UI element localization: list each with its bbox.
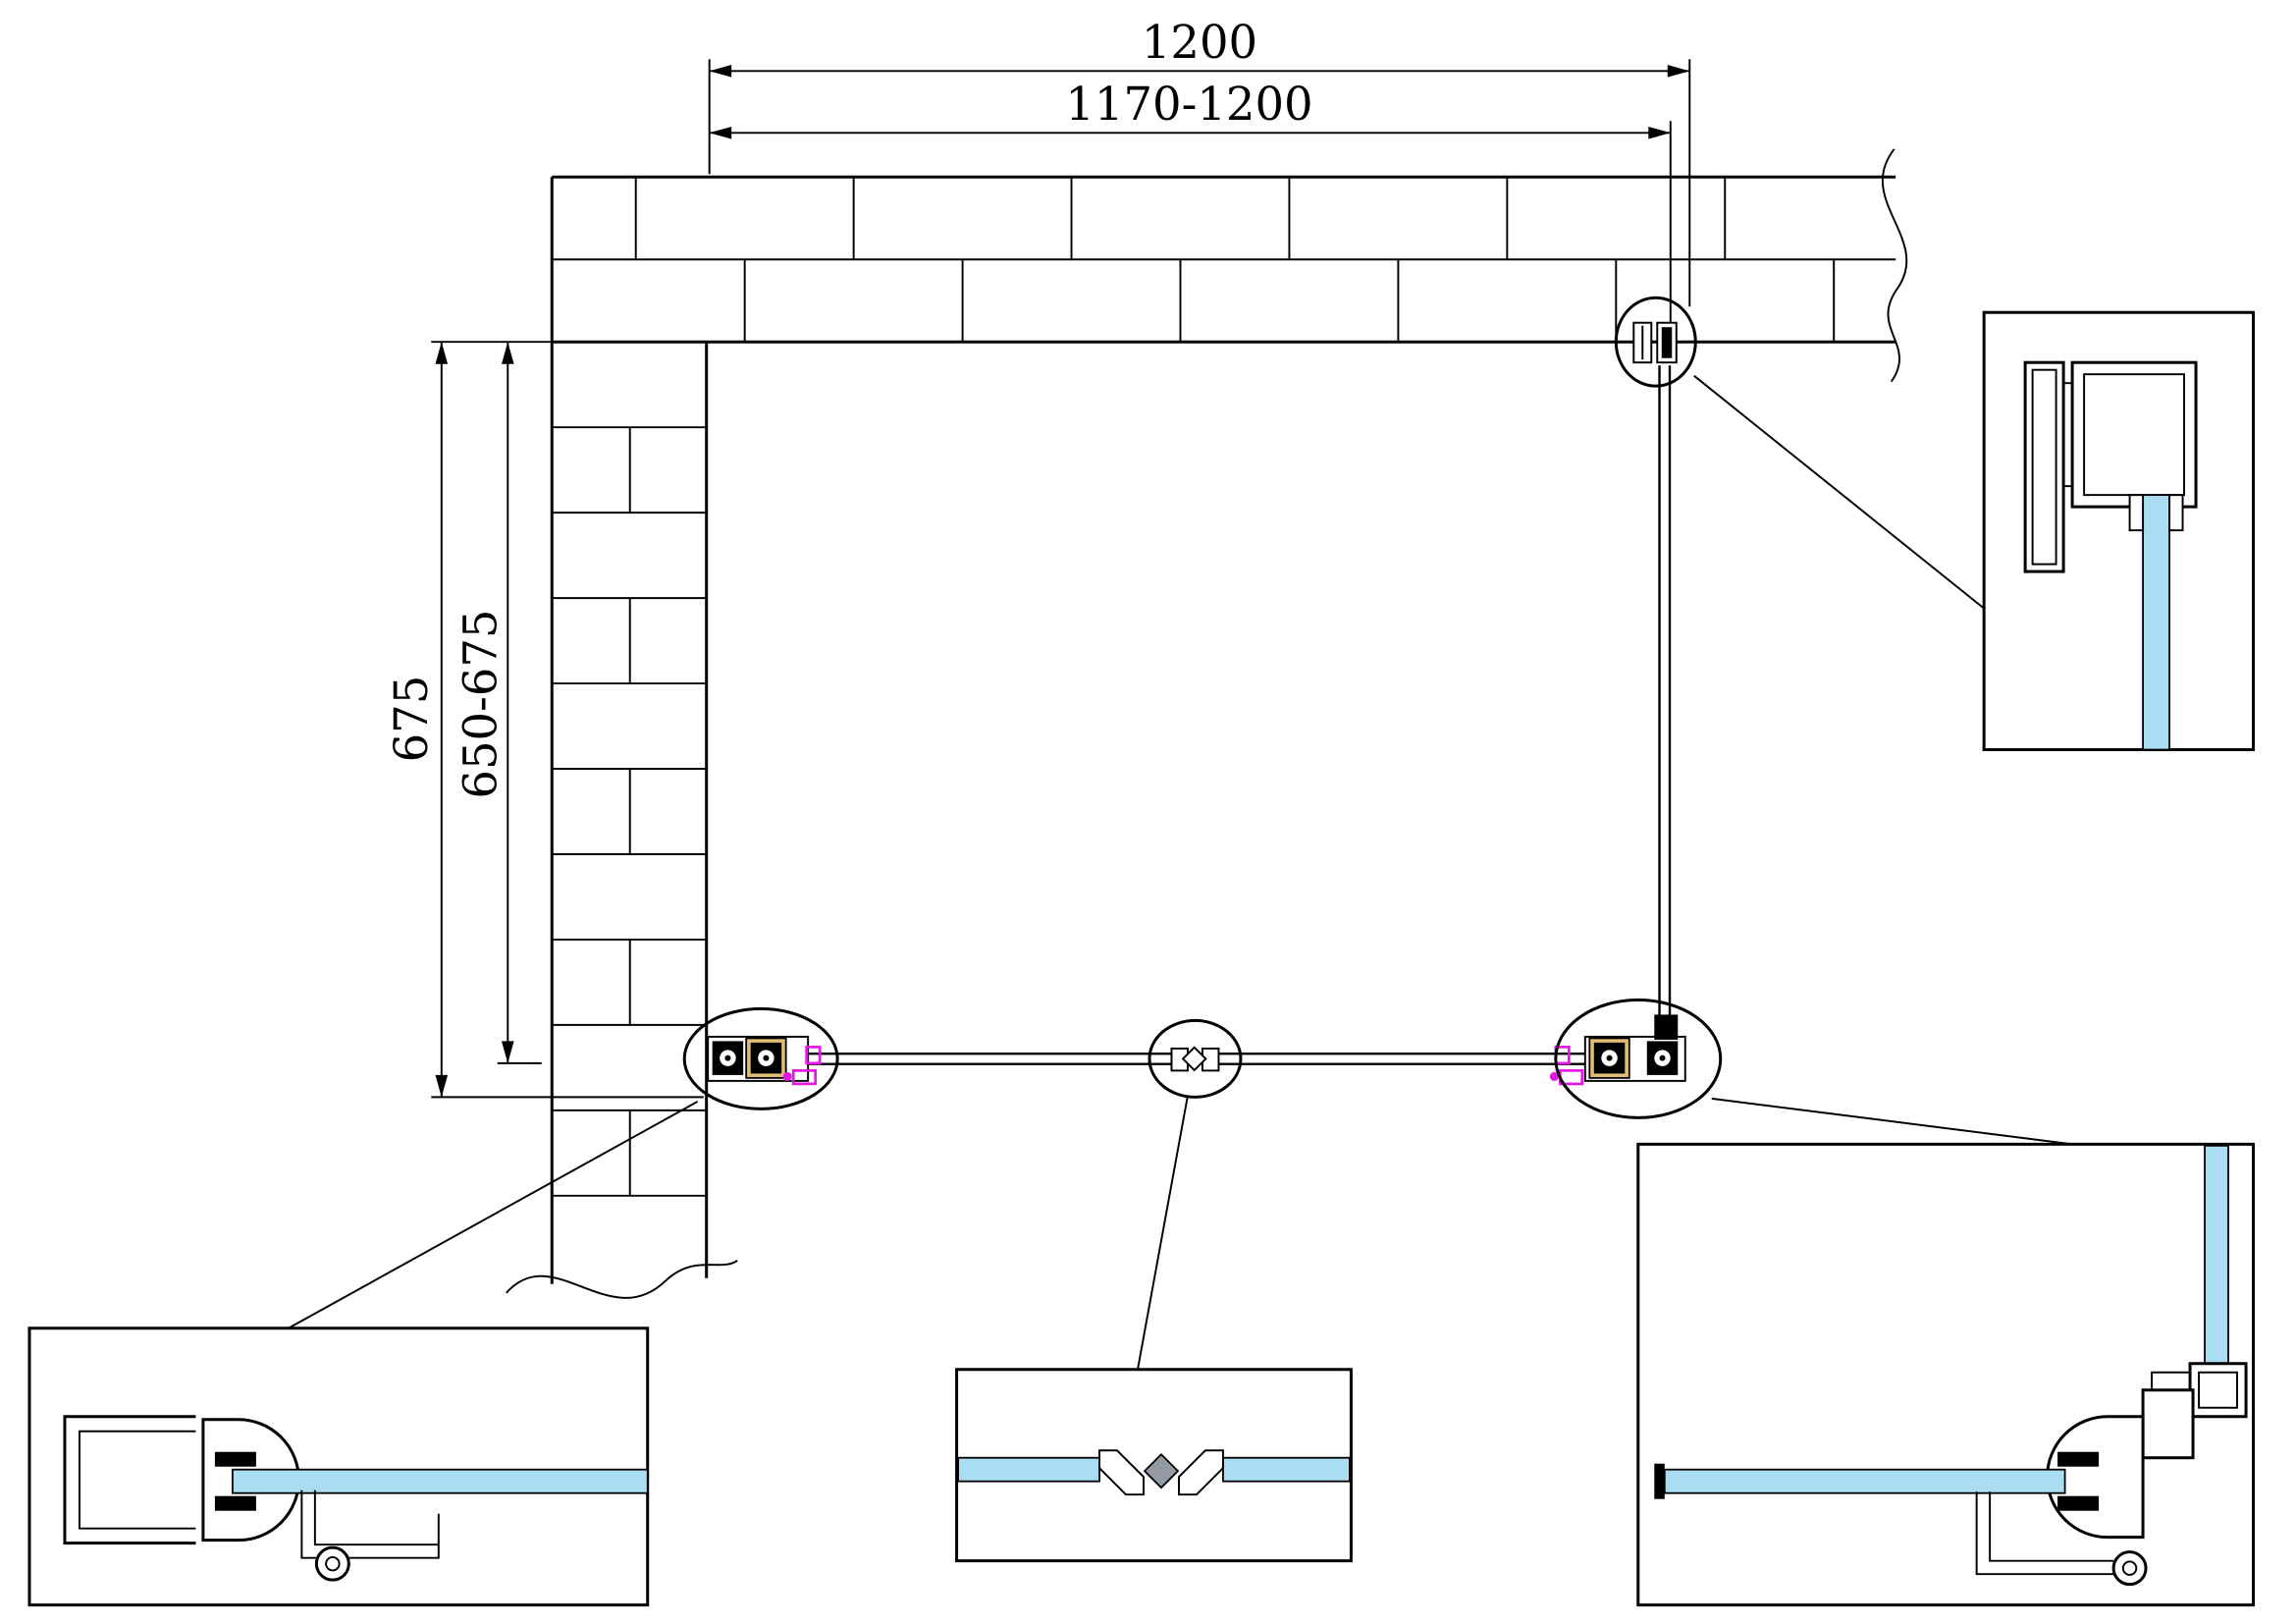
detail-glass-horizontal-corner <box>1663 1468 2066 1494</box>
detail-box-corner-hinge <box>1636 1142 2256 1607</box>
top-wall-brick-joints <box>634 177 1836 343</box>
detail-box-wall-hinge <box>27 1326 650 1607</box>
detail-glass-vertical-corner <box>2204 1144 2229 1368</box>
dim-width-adjust: 1170-1200 <box>709 78 1672 325</box>
side-wall <box>506 177 738 1299</box>
detail-frame-corner-hinge <box>1636 1142 2256 1607</box>
detail-frame-magnetic-seal <box>955 1368 1353 1563</box>
dim-width-total-label: 1200 <box>1142 16 1257 69</box>
dim-depth-adjust: 650-675 <box>454 342 542 1064</box>
detail-glass-left <box>957 1456 1100 1483</box>
wall-profile-symbol-top-right <box>1632 321 1678 364</box>
leader-line-magnetic-seal <box>1137 1095 1189 1370</box>
dim-width-total: 1200 <box>708 16 1691 307</box>
callout-ellipse-corner-hinge <box>1554 998 1723 1119</box>
dim-width-adjust-label: 1170-1200 <box>1065 78 1312 131</box>
callout-ellipse-wall-profile <box>1614 296 1697 388</box>
detail-magnet <box>1143 1452 1180 1489</box>
top-wall-break-line <box>1881 148 1908 383</box>
detail-box-magnetic-seal <box>955 1368 1353 1563</box>
callout-ellipse-magnetic-seal <box>1148 1018 1243 1099</box>
leader-line-wall-hinge <box>288 1101 699 1329</box>
detail-pivot-circle-corner <box>2111 1550 2148 1587</box>
dim-depth-total: 675 <box>385 341 704 1099</box>
magnetic-seal-symbol-center <box>1170 1046 1220 1072</box>
detail-glass-vertical <box>2142 494 2170 751</box>
side-wall-break-line <box>506 1259 738 1299</box>
corner-hinge-symbol-bottom-right <box>1549 1014 1686 1086</box>
detail-seal-right <box>1178 1449 1224 1496</box>
detail-glass-right <box>1222 1456 1351 1483</box>
detail-pivot-circle <box>314 1545 350 1582</box>
detail-frame-wall-profile <box>1982 310 2256 752</box>
detail-box-wall-profile <box>1982 310 2256 752</box>
detail-wall-channel <box>63 1415 196 1545</box>
wall-hinge-symbol-bottom-left <box>707 1035 822 1086</box>
detail-seal-left <box>1098 1449 1145 1496</box>
hinge-gasket-marker <box>805 1046 822 1065</box>
callout-ellipse-wall-hinge <box>682 1006 839 1110</box>
leader-line-corner-hinge <box>1711 1097 2073 1146</box>
side-wall-brick-joints <box>552 426 707 1197</box>
detail-glass-horizontal <box>231 1468 649 1494</box>
front-glass-panel <box>808 1052 1587 1065</box>
top-wall <box>552 148 1908 383</box>
return-glass-panel <box>1658 365 1672 1037</box>
leader-line-wall-profile <box>1693 374 1985 610</box>
dim-depth-total-label: 675 <box>385 676 438 763</box>
dim-depth-adjust-label: 650-675 <box>454 609 507 798</box>
detail-glass-end-cap <box>1654 1463 1665 1499</box>
detail-frame-wall-hinge <box>27 1326 650 1607</box>
